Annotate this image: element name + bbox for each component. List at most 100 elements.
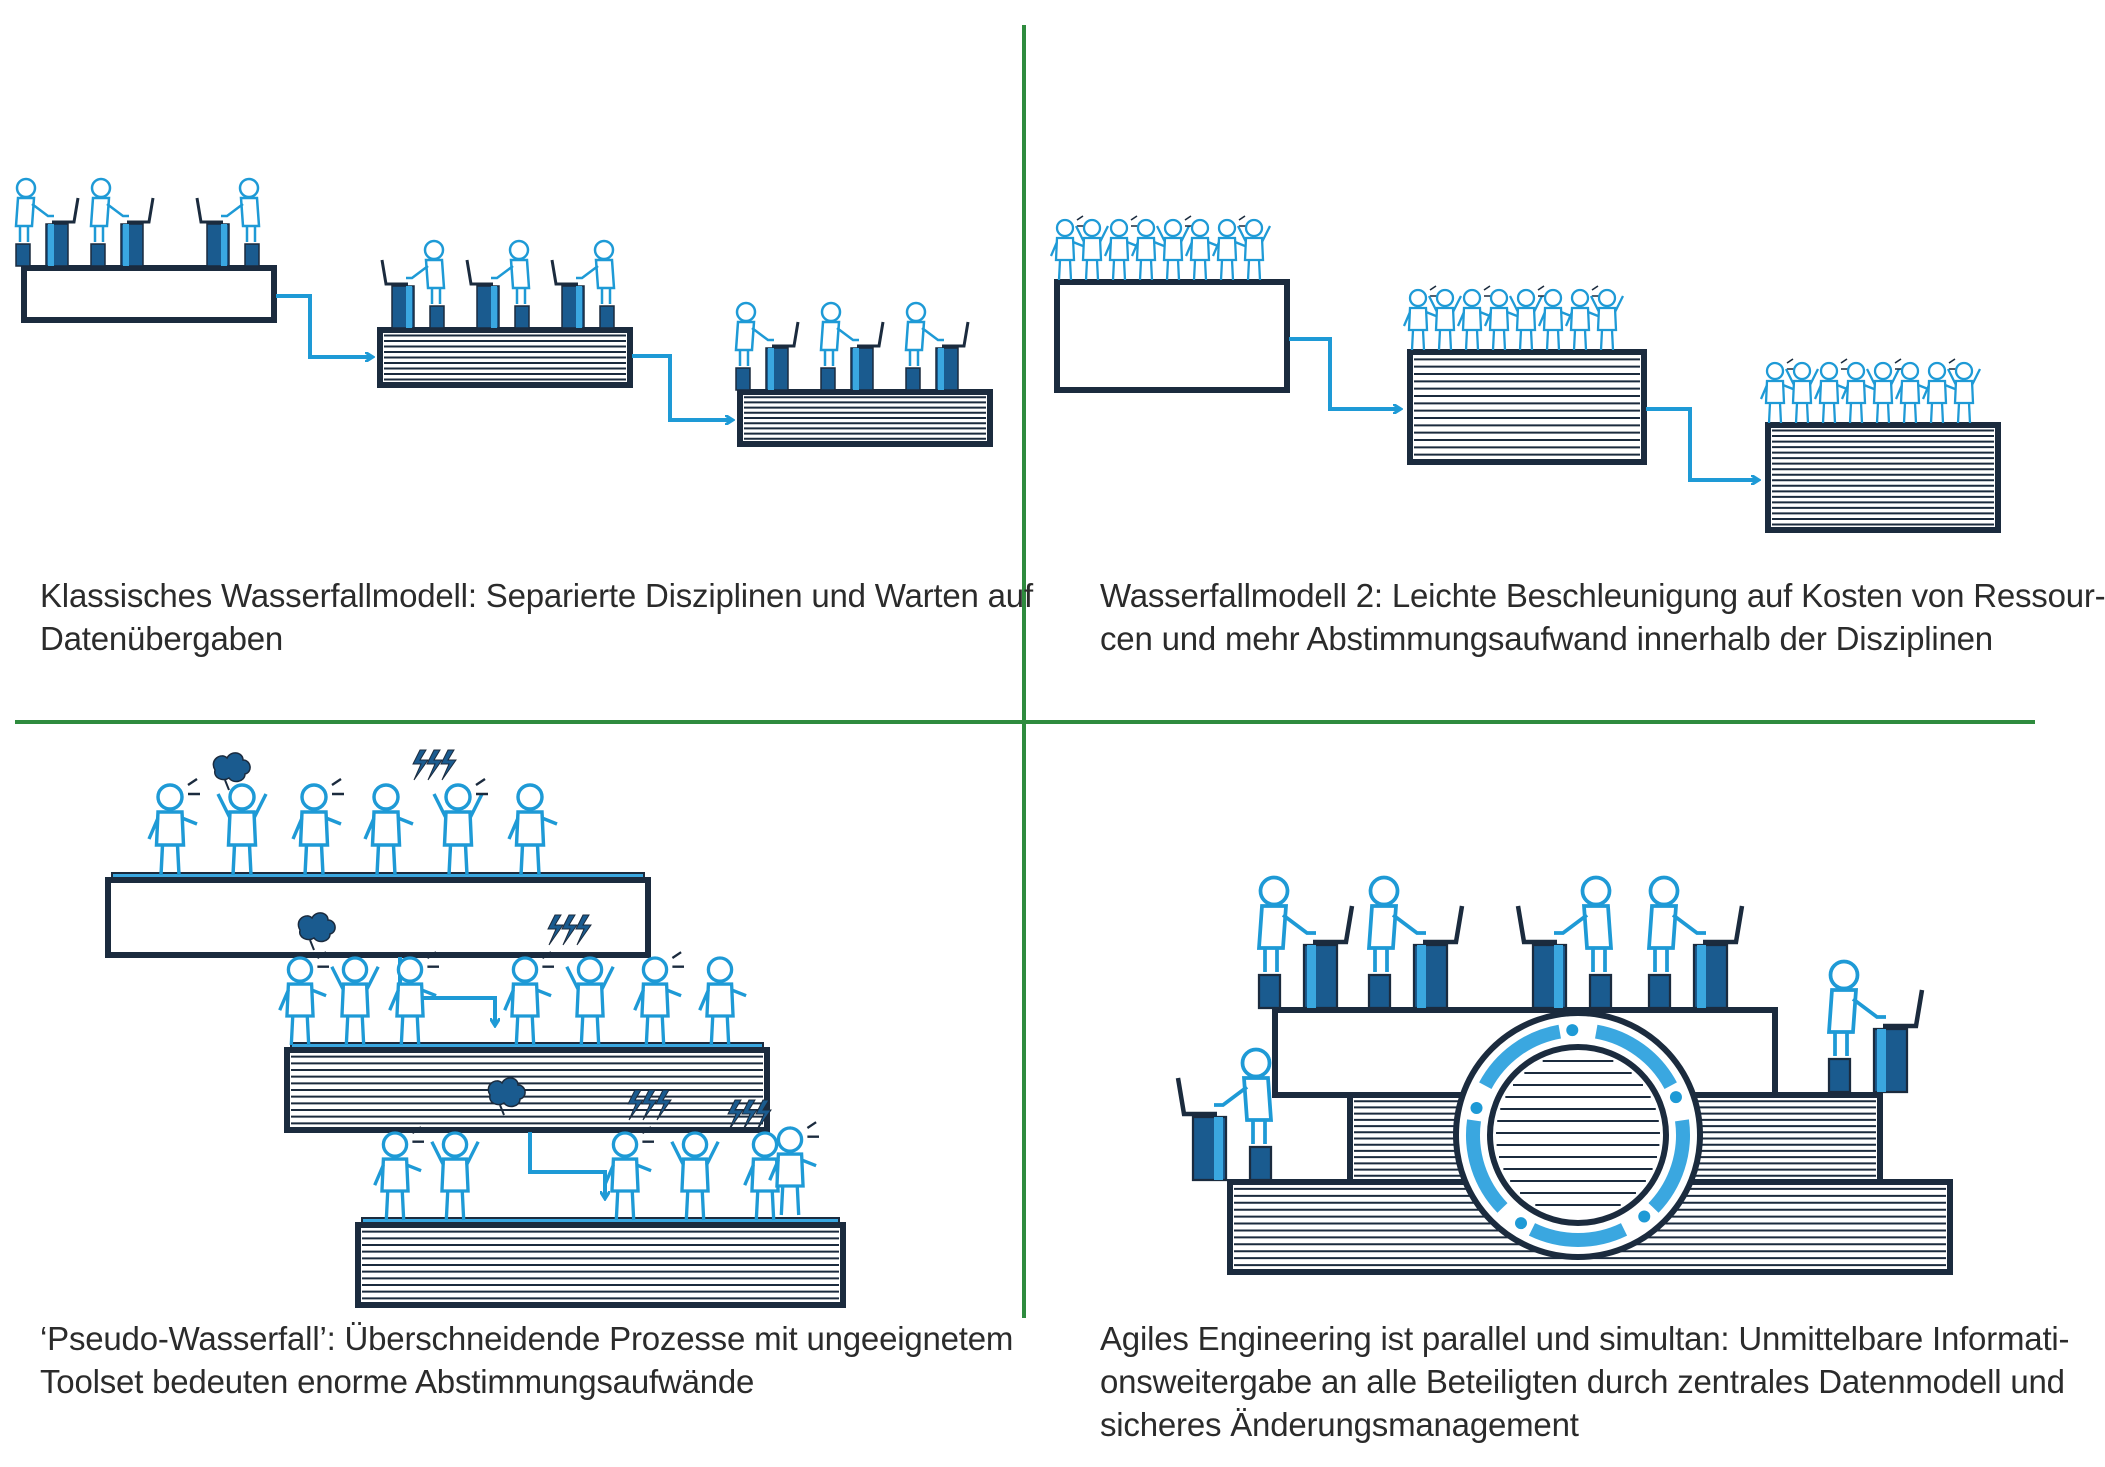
legs <box>1572 329 1588 351</box>
legs <box>447 844 469 876</box>
torso <box>640 982 670 1018</box>
standing-figure <box>1130 218 1165 281</box>
standing-figure <box>1427 288 1463 351</box>
legs <box>779 1185 801 1216</box>
caption-line: Wasserfallmodell 2: Leichte Beschleunigu… <box>1100 577 2105 614</box>
laptop <box>857 321 885 348</box>
lightning-icon <box>547 914 592 946</box>
head <box>820 301 842 323</box>
standing-figure <box>1759 358 1795 424</box>
arms <box>1946 368 1982 386</box>
crowd-figures <box>147 778 558 876</box>
standing-figure <box>1946 361 1982 424</box>
torso <box>1216 236 1238 262</box>
standing-figure <box>1865 358 1903 424</box>
cycle-arrow-segment <box>1648 1119 1690 1213</box>
standing-figure <box>1184 218 1219 281</box>
legs <box>384 1190 406 1221</box>
desk-highlight <box>853 348 859 390</box>
caption-panel-2: Wasserfallmodell 2: Leichte Beschleunigu… <box>1100 574 2105 660</box>
head <box>372 783 400 811</box>
head <box>1516 288 1536 308</box>
standing-figure <box>507 783 558 876</box>
platform-body <box>1407 349 1647 465</box>
head <box>1435 288 1455 308</box>
torso <box>1081 236 1103 262</box>
legs <box>579 1015 601 1046</box>
cycle-arrow-head <box>1515 1217 1528 1230</box>
legs <box>303 844 325 876</box>
crowd-figures <box>1759 358 1982 424</box>
worker-figure <box>195 177 261 267</box>
arm <box>1281 913 1316 935</box>
shout-lines <box>411 1126 425 1143</box>
anger-cloud-icon <box>212 752 251 791</box>
head <box>1927 361 1947 381</box>
torso <box>298 810 330 847</box>
arms <box>1402 310 1437 327</box>
head <box>1136 218 1156 238</box>
legs <box>709 1015 731 1046</box>
torso <box>680 1157 710 1193</box>
torso <box>1899 379 1921 405</box>
platform <box>1765 422 2001 533</box>
worker-figure <box>904 301 970 391</box>
caption-panel-1: Klassisches Wasserfallmodell: Separierte… <box>40 574 1033 660</box>
head <box>1846 361 1866 381</box>
worker-figure <box>1646 875 1745 1010</box>
arms <box>1130 240 1165 257</box>
legs <box>1165 259 1181 281</box>
head <box>396 956 424 983</box>
arm <box>491 265 514 280</box>
caption-line: ‘Pseudo-Wasserfall’: Überschneidende Pro… <box>40 1320 1014 1357</box>
stool <box>599 305 615 329</box>
seated-worker-figure <box>1175 1047 1274 1182</box>
arms <box>1921 383 1956 400</box>
cycle-core-lines <box>1496 1060 1660 1206</box>
crowd-figures <box>603 1126 795 1221</box>
torso <box>775 1152 805 1188</box>
head <box>1217 218 1237 238</box>
crowd-figures <box>1049 215 1272 281</box>
standing-figure <box>373 1126 425 1221</box>
torso <box>285 982 315 1018</box>
standing-figure <box>147 778 200 876</box>
arm <box>1554 913 1589 935</box>
quadrant-dividers <box>15 25 2035 1318</box>
arms <box>278 988 327 1011</box>
shout-lines <box>187 778 200 796</box>
worker-body <box>1515 875 1614 1010</box>
shout-lines <box>671 951 685 968</box>
laptop <box>195 197 223 224</box>
arms <box>1427 295 1463 313</box>
legs <box>1263 948 1279 972</box>
flow-arrow <box>276 294 372 357</box>
torso <box>14 196 36 228</box>
head <box>1489 288 1509 308</box>
bolt-shape <box>627 1089 644 1121</box>
shout-lines <box>475 778 488 796</box>
torso <box>89 196 111 228</box>
cycle-arrow-segment <box>1594 1024 1677 1090</box>
head <box>238 177 260 199</box>
torso <box>594 258 616 290</box>
arms <box>1759 383 1794 400</box>
head <box>1109 218 1129 238</box>
torso <box>1596 306 1618 332</box>
legs <box>245 226 257 242</box>
standing-figure <box>1784 361 1820 424</box>
head <box>735 301 757 323</box>
head <box>1240 1047 1272 1079</box>
head <box>1163 218 1183 238</box>
legs <box>18 226 30 242</box>
standing-figure <box>1483 288 1518 351</box>
arms <box>373 1163 422 1186</box>
head <box>156 783 184 811</box>
head <box>1244 218 1264 238</box>
head <box>1570 288 1590 308</box>
shout-lines <box>641 1126 655 1143</box>
torso <box>904 320 926 352</box>
torso <box>510 982 540 1018</box>
bolt-shape <box>655 1089 672 1121</box>
worker-body <box>465 239 531 329</box>
